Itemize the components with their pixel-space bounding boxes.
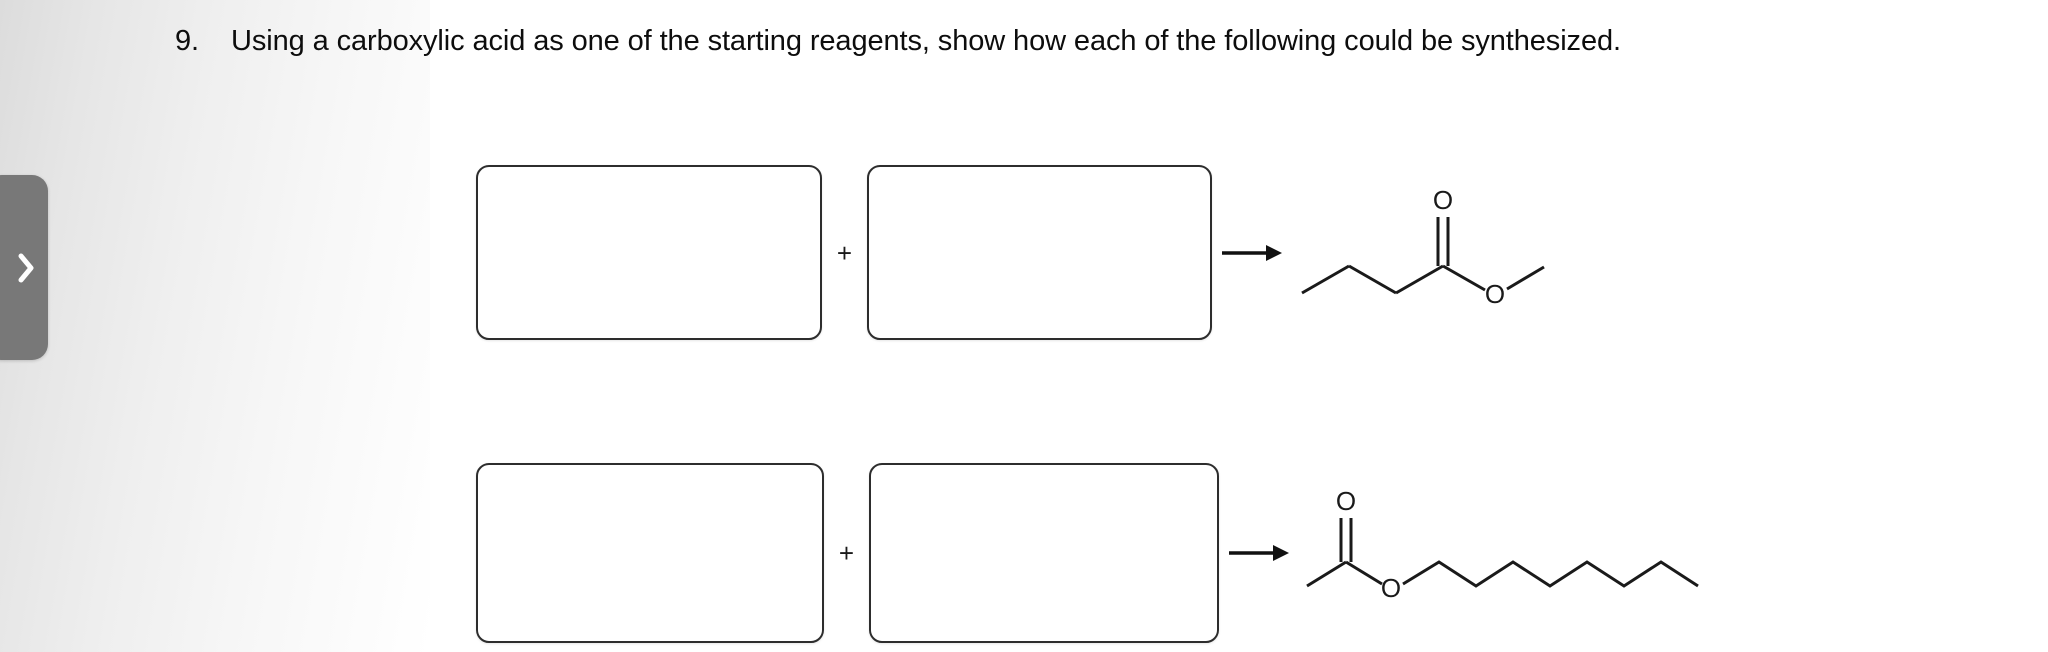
- reaction-1-arrow: [1212, 241, 1292, 265]
- carbonyl-oxygen-label: O: [1433, 185, 1453, 215]
- reaction-1-reactant-box-2[interactable]: [867, 165, 1212, 340]
- reaction-2-reactant-box-1[interactable]: [476, 463, 824, 643]
- reaction-row-2: + O O: [476, 463, 1719, 643]
- reaction-1-plus-operator: +: [836, 237, 853, 268]
- reaction-2-product-structure: O O: [1299, 485, 1719, 621]
- sidebar-expand-tab[interactable]: [0, 175, 48, 360]
- reaction-arrow-icon: [1222, 244, 1282, 261]
- chevron-right-icon: [16, 251, 36, 285]
- question-line: 9. Using a carboxylic acid as one of the…: [175, 22, 1621, 60]
- ester-oxygen-label: O: [1485, 279, 1505, 309]
- background-gradient: [0, 0, 430, 652]
- reaction-1-product-structure: O O: [1292, 185, 1592, 320]
- reaction-2-reactant-box-2[interactable]: [869, 463, 1219, 643]
- question-number: 9.: [175, 25, 199, 57]
- reaction-row-1: + O: [476, 165, 1592, 340]
- carbonyl-oxygen-label: O: [1336, 486, 1356, 516]
- reaction-arrow-icon: [1229, 545, 1289, 561]
- reaction-1-reactant-box-1[interactable]: [476, 165, 822, 340]
- reaction-2-plus-operator: +: [838, 538, 855, 568]
- question-text: Using a carboxylic acid as one of the st…: [231, 25, 1621, 57]
- ester-oxygen-label: O: [1381, 572, 1401, 602]
- reaction-2-arrow: [1219, 541, 1299, 565]
